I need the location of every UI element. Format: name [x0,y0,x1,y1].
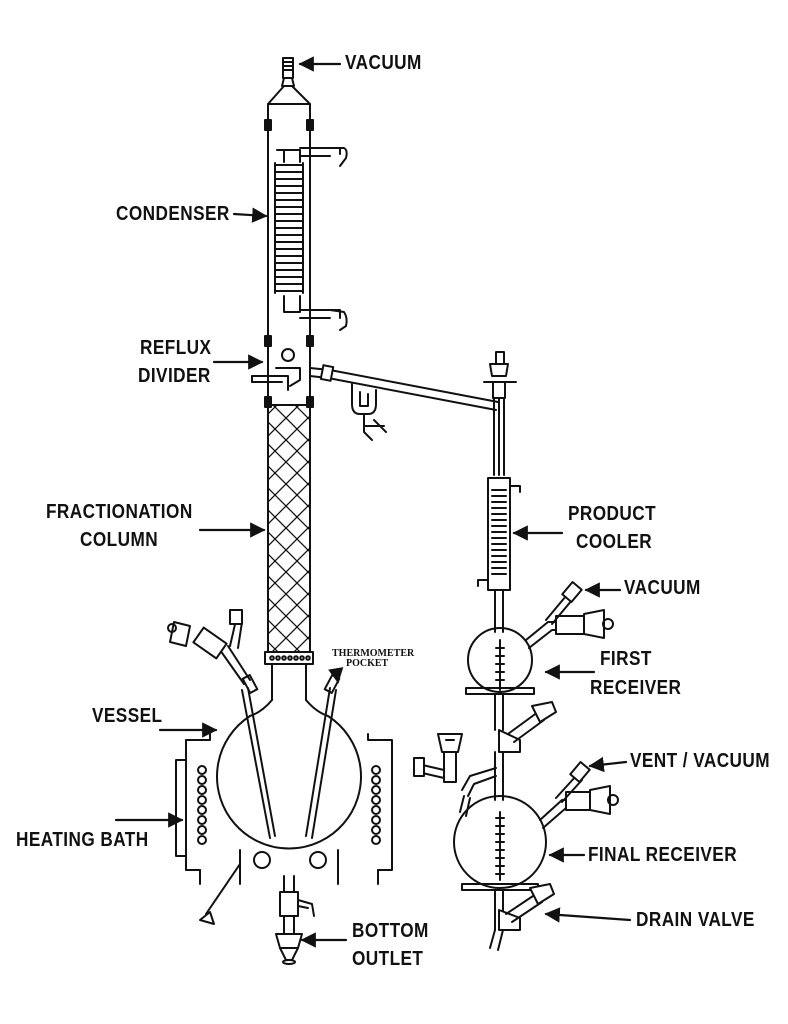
label-heating-bath: HEATING BATH [16,829,149,851]
label-first-receiver-line2: RECEIVER [590,677,682,699]
take-off-line [309,364,499,441]
label-fractionation-line2: COLUMN [80,529,159,551]
transfer-stopcock [413,701,557,801]
label-final-receiver: FINAL RECEIVER [588,844,738,866]
heating-bath [175,733,393,925]
label-reflux-divider-line2: DIVIDER [138,365,211,387]
final-receiver [453,761,619,951]
label-product-cooler-line2: COOLER [576,531,653,553]
fractionation-column [264,404,314,701]
reflux-divider [251,345,314,408]
label-arrows [114,56,632,948]
label-product-cooler-line1: PRODUCT [568,503,657,525]
label-first-receiver-line1: FIRST [600,648,652,670]
product-cooler-stack [477,351,521,633]
label-bottom-outlet-line1: BOTTOM [352,920,429,942]
label-drain-valve: DRAIN VALVE [636,909,755,931]
label-thermometer-pocket-line2: POCKET [346,658,389,669]
label-vent-vacuum: VENT / VACUUM [630,750,771,772]
label-reflux-divider-line1: REFLUX [140,337,212,359]
top-vacuum-nipple [281,57,295,87]
label-thermometer-pocket-line1: THERMOMETER [332,648,415,659]
label-vacuum-right: VACUUM [624,577,701,599]
first-receiver [465,581,614,731]
label-condenser: CONDENSER [116,203,230,225]
label-vacuum-top: VACUUM [345,52,422,74]
label-fractionation-line1: FRACTIONATION [46,501,193,523]
label-vessel: VESSEL [92,705,163,727]
column-head [264,85,314,131]
condenser-body [264,127,348,347]
vessel-flask [167,609,362,965]
label-bottom-outlet-line2: OUTLET [352,948,424,970]
